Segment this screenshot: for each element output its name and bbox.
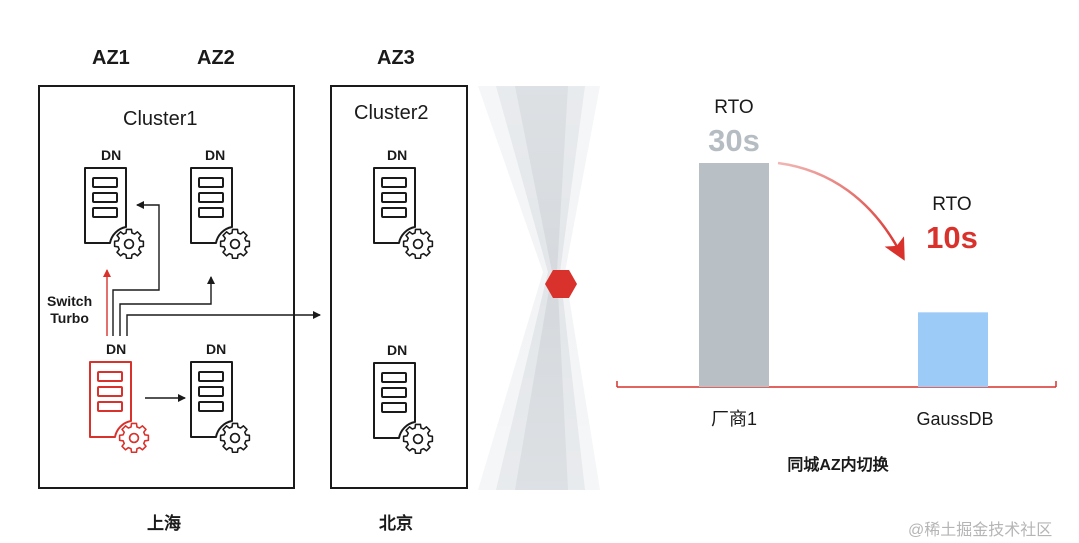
improvement-arrow — [777, 161, 905, 261]
dn-label-az2-top: DN — [205, 147, 226, 163]
dn-label-az1-top: DN — [101, 147, 122, 163]
az2-label: AZ2 — [197, 47, 235, 69]
switch-word: Switch — [47, 293, 93, 309]
category-label-0: 厂商1 — [711, 409, 757, 429]
cluster1-title: Cluster1 — [123, 108, 198, 130]
dn-label-az3-top: DN — [387, 147, 408, 163]
switch-arrow-az3 — [126, 311, 321, 336]
turbo-word: Turbo — [50, 310, 89, 326]
point-label-value-0: 30s — [708, 123, 760, 158]
cluster1-box — [38, 85, 295, 489]
dn-label-az2-bottom: DN — [206, 341, 227, 357]
bar-gaussdb — [918, 312, 988, 387]
category-label-1: GaussDB — [916, 409, 993, 429]
city-beijing: 北京 — [379, 514, 413, 533]
bar-vendor1 — [699, 163, 769, 387]
light-beam — [478, 86, 600, 490]
hexagon-icon — [545, 270, 577, 298]
point-label-name-0: RTO — [714, 97, 753, 118]
az3-label: AZ3 — [377, 47, 415, 69]
dn-label-az1-bottom: DN — [106, 341, 127, 357]
az1-label: AZ1 — [92, 47, 130, 69]
switch-turbo-label: Switch Turbo — [47, 293, 92, 327]
switch-arrow-az2 — [119, 276, 215, 336]
city-shanghai: 上海 — [147, 514, 181, 533]
switch-arrow-az1 — [112, 201, 160, 336]
cluster2-box — [330, 85, 468, 489]
dn-label-az3-bottom: DN — [387, 342, 408, 358]
chart-xlabel: 同城AZ内切换 — [787, 455, 889, 474]
watermark: @稀土掘金技术社区 — [908, 522, 1053, 539]
point-label-value-1: 10s — [926, 220, 978, 255]
cluster2-title: Cluster2 — [354, 102, 429, 124]
point-label-name-1: RTO — [932, 194, 971, 215]
